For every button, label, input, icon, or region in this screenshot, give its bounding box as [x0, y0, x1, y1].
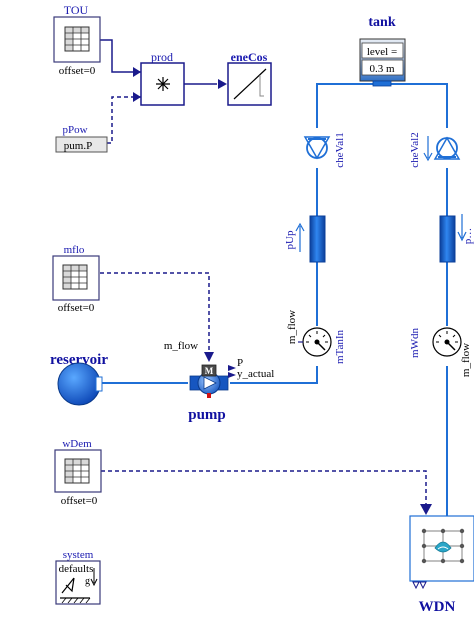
tank-level-value: 0.3 m [369, 63, 395, 75]
signal-arrowheads [133, 67, 432, 515]
reservoir-block[interactable]: reservoir [50, 352, 108, 406]
wdn-port-right[interactable] [419, 581, 427, 590]
enecos-block[interactable]: eneCos [227, 50, 272, 106]
signal-mflo-pump[interactable] [100, 272, 210, 360]
tou-offset: offset=0 [59, 65, 96, 77]
reservoir-ports[interactable] [95, 376, 103, 392]
mflow-signal-label: m_flow [164, 340, 198, 352]
mwdn-label: mWdn [409, 328, 421, 358]
mtanin-flow-label: m_flow [286, 310, 298, 344]
mwdn-flow-label: m_flow [460, 343, 472, 377]
tou-label: TOU [64, 3, 89, 17]
pipe-connection-cheval1-tank[interactable] [316, 83, 373, 128]
wdn-port-left[interactable] [412, 581, 420, 590]
pump-icon: M [189, 364, 229, 398]
ppow-block[interactable]: pPow pum.P [55, 124, 108, 153]
mflo-offset: offset=0 [58, 302, 95, 314]
system-block[interactable]: system defaults g [55, 549, 101, 605]
signal-ppow-prod[interactable] [107, 96, 141, 144]
arrowhead-pump-mflow [204, 352, 214, 362]
table-icon [64, 458, 90, 484]
tou-block[interactable]: TOU offset=0 [53, 3, 101, 77]
arrowhead-wdn [420, 504, 432, 515]
check-valve-icon [433, 136, 461, 160]
cheval2-flow-arrow [423, 136, 433, 162]
pipe-icon [309, 215, 326, 263]
mflo-block[interactable]: mflo offset=0 [52, 244, 100, 314]
flow-sensor-icon [302, 327, 332, 357]
pump-y-actual-label: y_actual [237, 368, 274, 380]
pump-p-label: P [237, 357, 243, 369]
table-icon [64, 26, 90, 52]
cheval1-label: cheVal1 [334, 132, 346, 167]
system-defaults: defaults [59, 563, 94, 575]
prod-label: prod [151, 50, 173, 64]
prod-block[interactable]: prod [140, 50, 185, 106]
ppow-label: pPow [62, 124, 87, 136]
arrowhead-prod-u1 [133, 67, 141, 77]
system-label: system [63, 549, 94, 561]
pup-block[interactable]: pUp [284, 215, 326, 263]
wdem-block[interactable]: wDem offset=0 [54, 438, 102, 507]
mtanin-label: mTanIn [334, 329, 346, 364]
integrator-icon [233, 68, 267, 100]
cheval2-block[interactable]: cheVal2 [409, 132, 461, 168]
mtanin-block[interactable]: m_flow mTanIn [286, 310, 346, 364]
tank-label: tank [368, 15, 395, 30]
multiply-icon [156, 77, 170, 91]
enecos-label: eneCos [231, 50, 268, 64]
pump-block[interactable]: m_flow M P y_actual pump [164, 340, 274, 423]
wdem-offset: offset=0 [61, 495, 98, 507]
reservoir-label: reservoir [50, 352, 108, 368]
pdown-block[interactable]: p… [439, 214, 474, 263]
pump-y-actual-output [228, 372, 236, 378]
cheval2-label: cheVal2 [409, 132, 421, 167]
flow-sensor-icon [432, 327, 462, 357]
gravity-system-icon [60, 568, 98, 604]
check-valve-icon [303, 136, 331, 160]
pdown-flow-arrow [457, 214, 467, 242]
mflo-label: mflo [64, 244, 85, 256]
arrowhead-prod-u2 [133, 92, 141, 102]
fluid-connections [100, 83, 448, 516]
wdem-label: wDem [62, 438, 92, 450]
tank-block[interactable]: tank level = 0.3 m [359, 15, 406, 87]
pdown-label: p… [462, 228, 474, 245]
wdn-label: WDN [419, 599, 456, 615]
mwdn-block[interactable]: mWdn m_flow [409, 327, 472, 378]
pipe-connection-pump-mtanin[interactable] [230, 366, 318, 384]
arrowhead-enecos [218, 79, 227, 89]
pump-motor-label: M [205, 366, 214, 376]
water-network-icon [421, 528, 465, 564]
pup-flow-arrow [295, 222, 305, 252]
table-icon [62, 264, 88, 290]
signal-wdem-wdn[interactable] [101, 470, 427, 505]
pump-label: pump [188, 407, 226, 423]
pump-p-output [228, 365, 236, 371]
cheval1-block[interactable]: cheVal1 [303, 132, 346, 168]
reservoir-icon [57, 362, 101, 406]
signal-tou-prod[interactable] [100, 39, 141, 73]
tank-ports[interactable] [372, 80, 392, 87]
wdn-block[interactable]: WDN [409, 515, 474, 615]
pipe-connection-tank-cheval2[interactable] [391, 83, 448, 128]
pup-label: pUp [284, 230, 296, 249]
signal-connections [100, 39, 427, 505]
system-g-label: g [85, 576, 90, 587]
ppow-value: pum.P [64, 140, 92, 152]
tank-level-label: level = [367, 46, 397, 58]
pipe-icon [439, 215, 456, 263]
